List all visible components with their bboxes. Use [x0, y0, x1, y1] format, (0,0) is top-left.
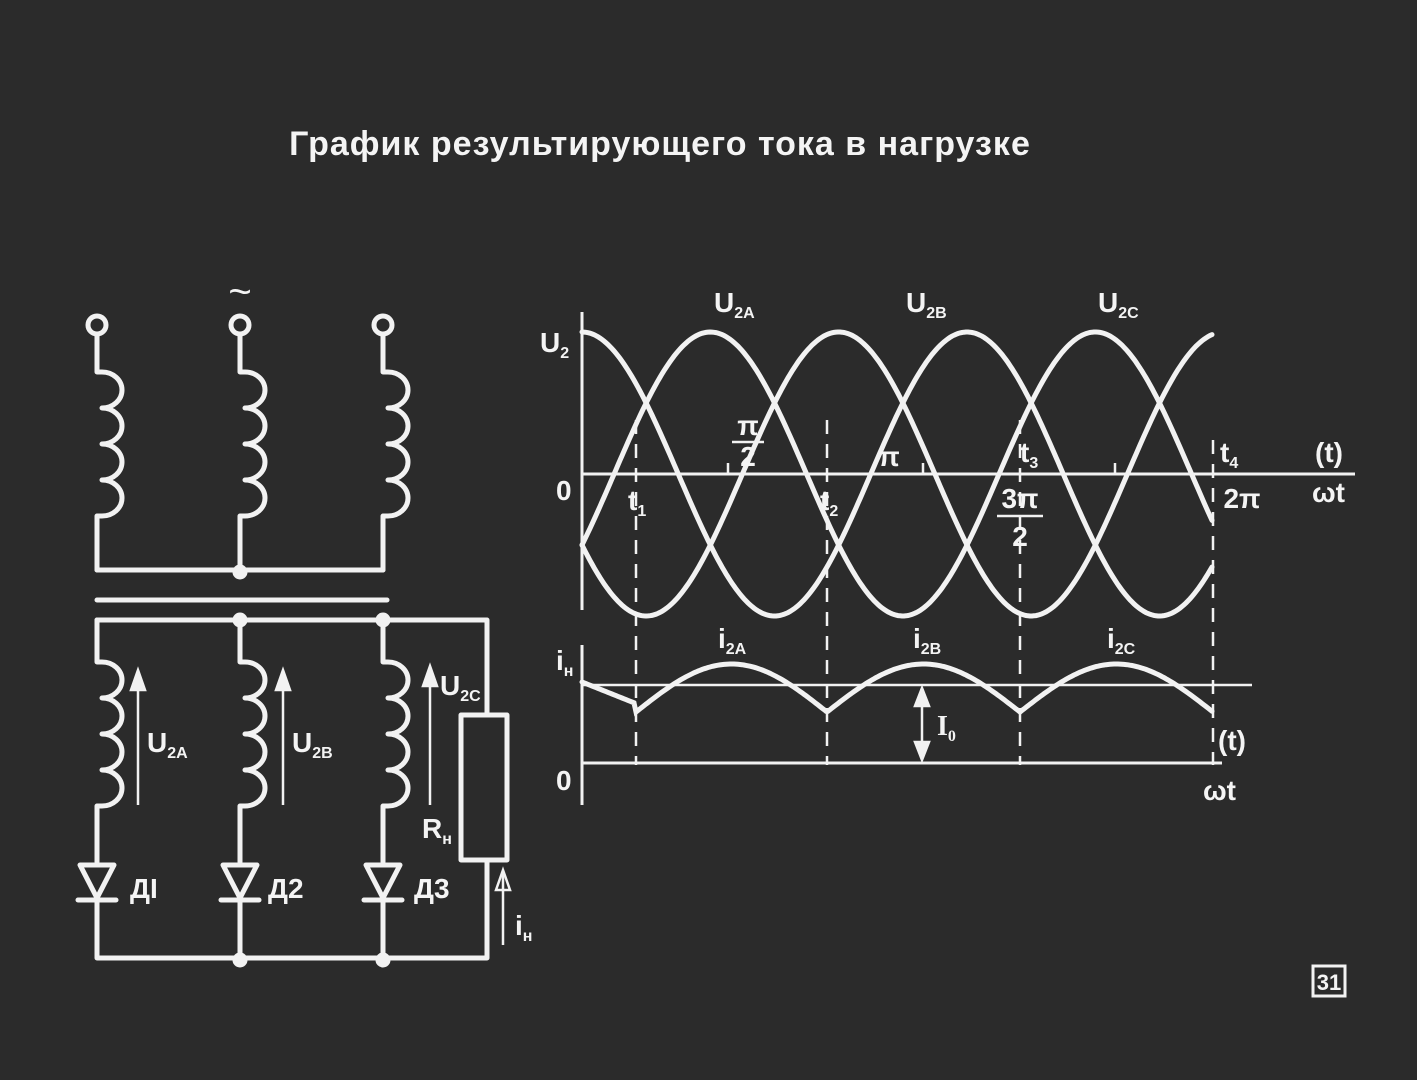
curve-label-i2a: i2A [718, 623, 747, 658]
mark-pi-half-den: 2 [740, 441, 756, 472]
mark-three-pi-half-den: 2 [1012, 521, 1028, 552]
current-x-label-bottom: ωt [1203, 775, 1236, 806]
curve-label-u2c: U2C [1098, 287, 1139, 322]
voltage-curves [579, 329, 1215, 619]
mark-two-pi: 2π [1223, 483, 1260, 514]
time-mark-t2: t2 [820, 485, 838, 520]
ac-symbol: ~ [228, 270, 251, 314]
curve-u2c [579, 329, 1215, 619]
load-resistor [458, 712, 510, 863]
load-label: Rн [422, 813, 452, 848]
curve-u2a [579, 329, 1215, 619]
terminal-c [371, 313, 395, 337]
voltage-graph: U2 0 U2A U2B U2C π 2 π 3π 2 2π t1 t2 t3 … [540, 287, 1355, 765]
curve-u2b [579, 329, 1215, 619]
curve-label-u2b: U2B [906, 287, 947, 322]
terminal-a [85, 313, 109, 337]
diode-3-label: Д3 [414, 873, 450, 904]
time-mark-t4: t4 [1220, 437, 1238, 472]
curve-label-i2c: i2C [1107, 623, 1136, 658]
mark-three-pi-half-num: 3π [1001, 483, 1038, 514]
average-current-arrow [913, 684, 931, 764]
slide-number-box [1311, 964, 1347, 998]
voltage-ticks [726, 463, 1117, 474]
primary-windings [94, 331, 411, 580]
curve-label-u2a: U2A [714, 287, 755, 322]
voltage-origin: 0 [556, 475, 572, 506]
voltage-x-label-top: (t) [1315, 437, 1343, 468]
current-x-label-top: (t) [1218, 725, 1246, 756]
secondary-a-voltage: U2A [147, 727, 188, 762]
current-curve [579, 661, 1215, 717]
time-mark-t3: t3 [1020, 437, 1038, 472]
mark-pi-half-num: π [737, 410, 758, 441]
circuit-diagram: ~ [75, 270, 532, 968]
current-origin: 0 [556, 765, 572, 796]
load-current-label: iн [515, 910, 532, 945]
curve-label-i2b: i2B [913, 623, 941, 658]
voltage-arrows [129, 662, 512, 945]
slide-title: График результирующего тока в нагрузке [289, 125, 1031, 163]
voltage-y-label: U2 [540, 327, 569, 362]
current-graph: I0 iн 0 i2A i2B i2C (t) ωt [556, 623, 1252, 806]
time-mark-t1: t1 [628, 485, 646, 520]
average-current-label: I0 [937, 711, 956, 745]
current-y-label: iн [556, 645, 573, 680]
load-current-curve [579, 661, 1215, 717]
diode-2-label: Д2 [268, 873, 304, 904]
secondary-windings [75, 612, 510, 968]
terminal-b [228, 313, 252, 337]
mark-pi: π [878, 441, 899, 472]
slide-number: 31 [1317, 970, 1341, 995]
voltage-x-label-bottom: ωt [1312, 477, 1345, 508]
diode-1-label: ДI [130, 873, 158, 904]
secondary-c-voltage: U2C [440, 670, 481, 705]
secondary-b-voltage: U2B [292, 727, 333, 762]
